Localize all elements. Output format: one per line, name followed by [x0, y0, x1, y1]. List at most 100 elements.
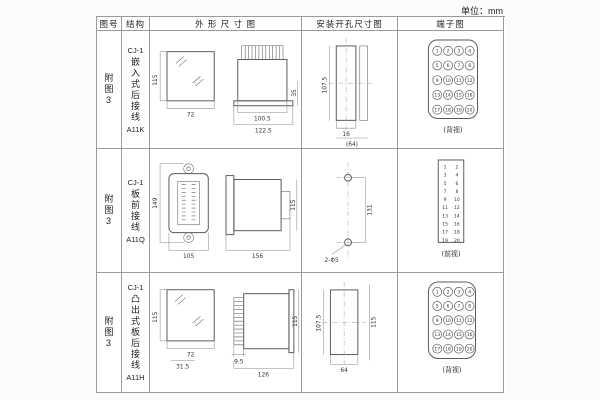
terminal-number: 6 [446, 303, 449, 309]
terminal-circle [453, 104, 464, 114]
dim-label: 64 [340, 368, 348, 374]
hole-note: 2-Φ5 [324, 257, 338, 263]
terminal-number: 12 [454, 205, 460, 211]
view-label: (背视) [442, 365, 461, 374]
terminal-circle [442, 343, 453, 354]
terminal-number: 14 [445, 332, 451, 338]
install-drawing-a11h: 107.5 64 115 [316, 281, 377, 374]
header-outline: 外 形 尺 寸 图 [150, 17, 302, 31]
terminal-number: 18 [454, 229, 460, 235]
terminal-circle [464, 104, 474, 114]
terminal-circle [464, 343, 474, 354]
install-drawing-a11k: 107.5 16 (64) [322, 37, 372, 147]
fig-number: 附图3 [103, 315, 114, 350]
terminal-number: 20 [466, 107, 472, 113]
install-drawing-a11q: 131 2-Φ5 [324, 161, 373, 263]
terminal-circle [431, 104, 442, 114]
terminal-circle [453, 74, 464, 85]
terminal-number: 5 [443, 180, 446, 186]
terminal-circle [464, 286, 474, 297]
terminal-number: 10 [445, 317, 451, 323]
dim-label: (64) [345, 141, 357, 147]
terminal-circle [453, 343, 464, 354]
dim-label: 107.5 [316, 314, 322, 331]
dim-label: 115 [153, 74, 159, 85]
terminal-number: 2 [455, 164, 458, 170]
dimension-table: 图号 结构 外 形 尺 寸 图 安装开孔尺寸图 端子图 附图3 CJ-1 嵌入式… [96, 16, 505, 393]
terminal-circle [464, 314, 474, 325]
structure-desc: 板前接线 [130, 188, 140, 233]
dim-label: 35 [291, 88, 297, 96]
terminal-circle [453, 314, 464, 325]
dim-label: 72 [186, 352, 194, 358]
header-fig: 图号 [97, 17, 122, 31]
terminal-number: 20 [454, 237, 460, 243]
terminal-number: 4 [468, 289, 471, 295]
terminal-circle [453, 60, 464, 70]
terminal-circle [464, 89, 474, 100]
dim-label: 9.5 [234, 359, 244, 365]
dim-label: 16 [342, 132, 350, 138]
terminal-number: 18 [445, 346, 451, 352]
terminal-circle [442, 104, 453, 114]
dim-label: 105 [182, 254, 193, 260]
view-label: (背视) [443, 125, 462, 134]
terminal-circle [431, 45, 442, 56]
terminal-circle [442, 286, 453, 297]
row3-fig-cell: 附图3 [97, 273, 122, 393]
outline-drawing-a11q: 149 105 156 115 [153, 163, 297, 260]
structure-desc: 凸出式板后接线 [130, 294, 140, 371]
row1-outline-cell: 115 72 100.5 122.5 35 [150, 31, 302, 149]
terminal-number: 4 [455, 172, 458, 178]
terminal-circle [431, 60, 442, 70]
terminal-number: 7 [443, 188, 446, 194]
terminal-number: 10 [445, 77, 451, 83]
terminal-circle [464, 45, 474, 56]
terminal-number: 4 [468, 48, 471, 54]
terminal-number: 20 [466, 346, 472, 352]
terminal-circle [464, 74, 474, 85]
terminal-number: 15 [455, 92, 461, 98]
dim-label: 156 [251, 254, 262, 260]
terminal-number: 19 [455, 107, 461, 113]
fig-number: 附图3 [103, 72, 114, 107]
header-terminal: 端子图 [398, 17, 504, 31]
terminal-number: 15 [455, 332, 461, 338]
terminal-number: 13 [434, 332, 440, 338]
model-label: CJ-1 [127, 45, 144, 55]
terminal-number: 5 [435, 63, 438, 69]
terminal-number: 3 [443, 172, 446, 178]
terminal-number: 8 [468, 303, 471, 309]
terminal-circle [453, 89, 464, 100]
terminal-number: 14 [445, 92, 451, 98]
terminal-circle [464, 60, 474, 70]
terminal-number: 9 [435, 317, 438, 323]
terminal-number: 17 [434, 346, 440, 352]
terminal-number: 12 [466, 317, 472, 323]
terminal-circle [464, 300, 474, 311]
terminal-circle [431, 286, 442, 297]
terminal-circle [453, 329, 464, 339]
dim-label: 122.5 [254, 128, 271, 134]
dim-label: 126 [257, 372, 268, 378]
row3-install-cell: 107.5 64 115 [302, 273, 398, 393]
model-code: A11Q [126, 234, 145, 244]
datasheet-page: 单位：mm 图号 结构 外 形 尺 寸 图 安装开孔尺寸图 端子图 附图3 CJ… [96, 4, 505, 393]
dim-label: 115 [292, 315, 298, 326]
terminal-number: 11 [455, 77, 461, 83]
dim-label: 115 [153, 311, 159, 322]
terminal-circle [442, 60, 453, 70]
terminal-number: 3 [457, 289, 460, 295]
terminal-circle [431, 329, 442, 339]
model-label: CJ-1 [127, 283, 144, 292]
terminal-number: 19 [455, 346, 461, 352]
terminal-number: 10 [454, 197, 460, 203]
row2-install-cell: 131 2-Φ5 [302, 149, 398, 273]
